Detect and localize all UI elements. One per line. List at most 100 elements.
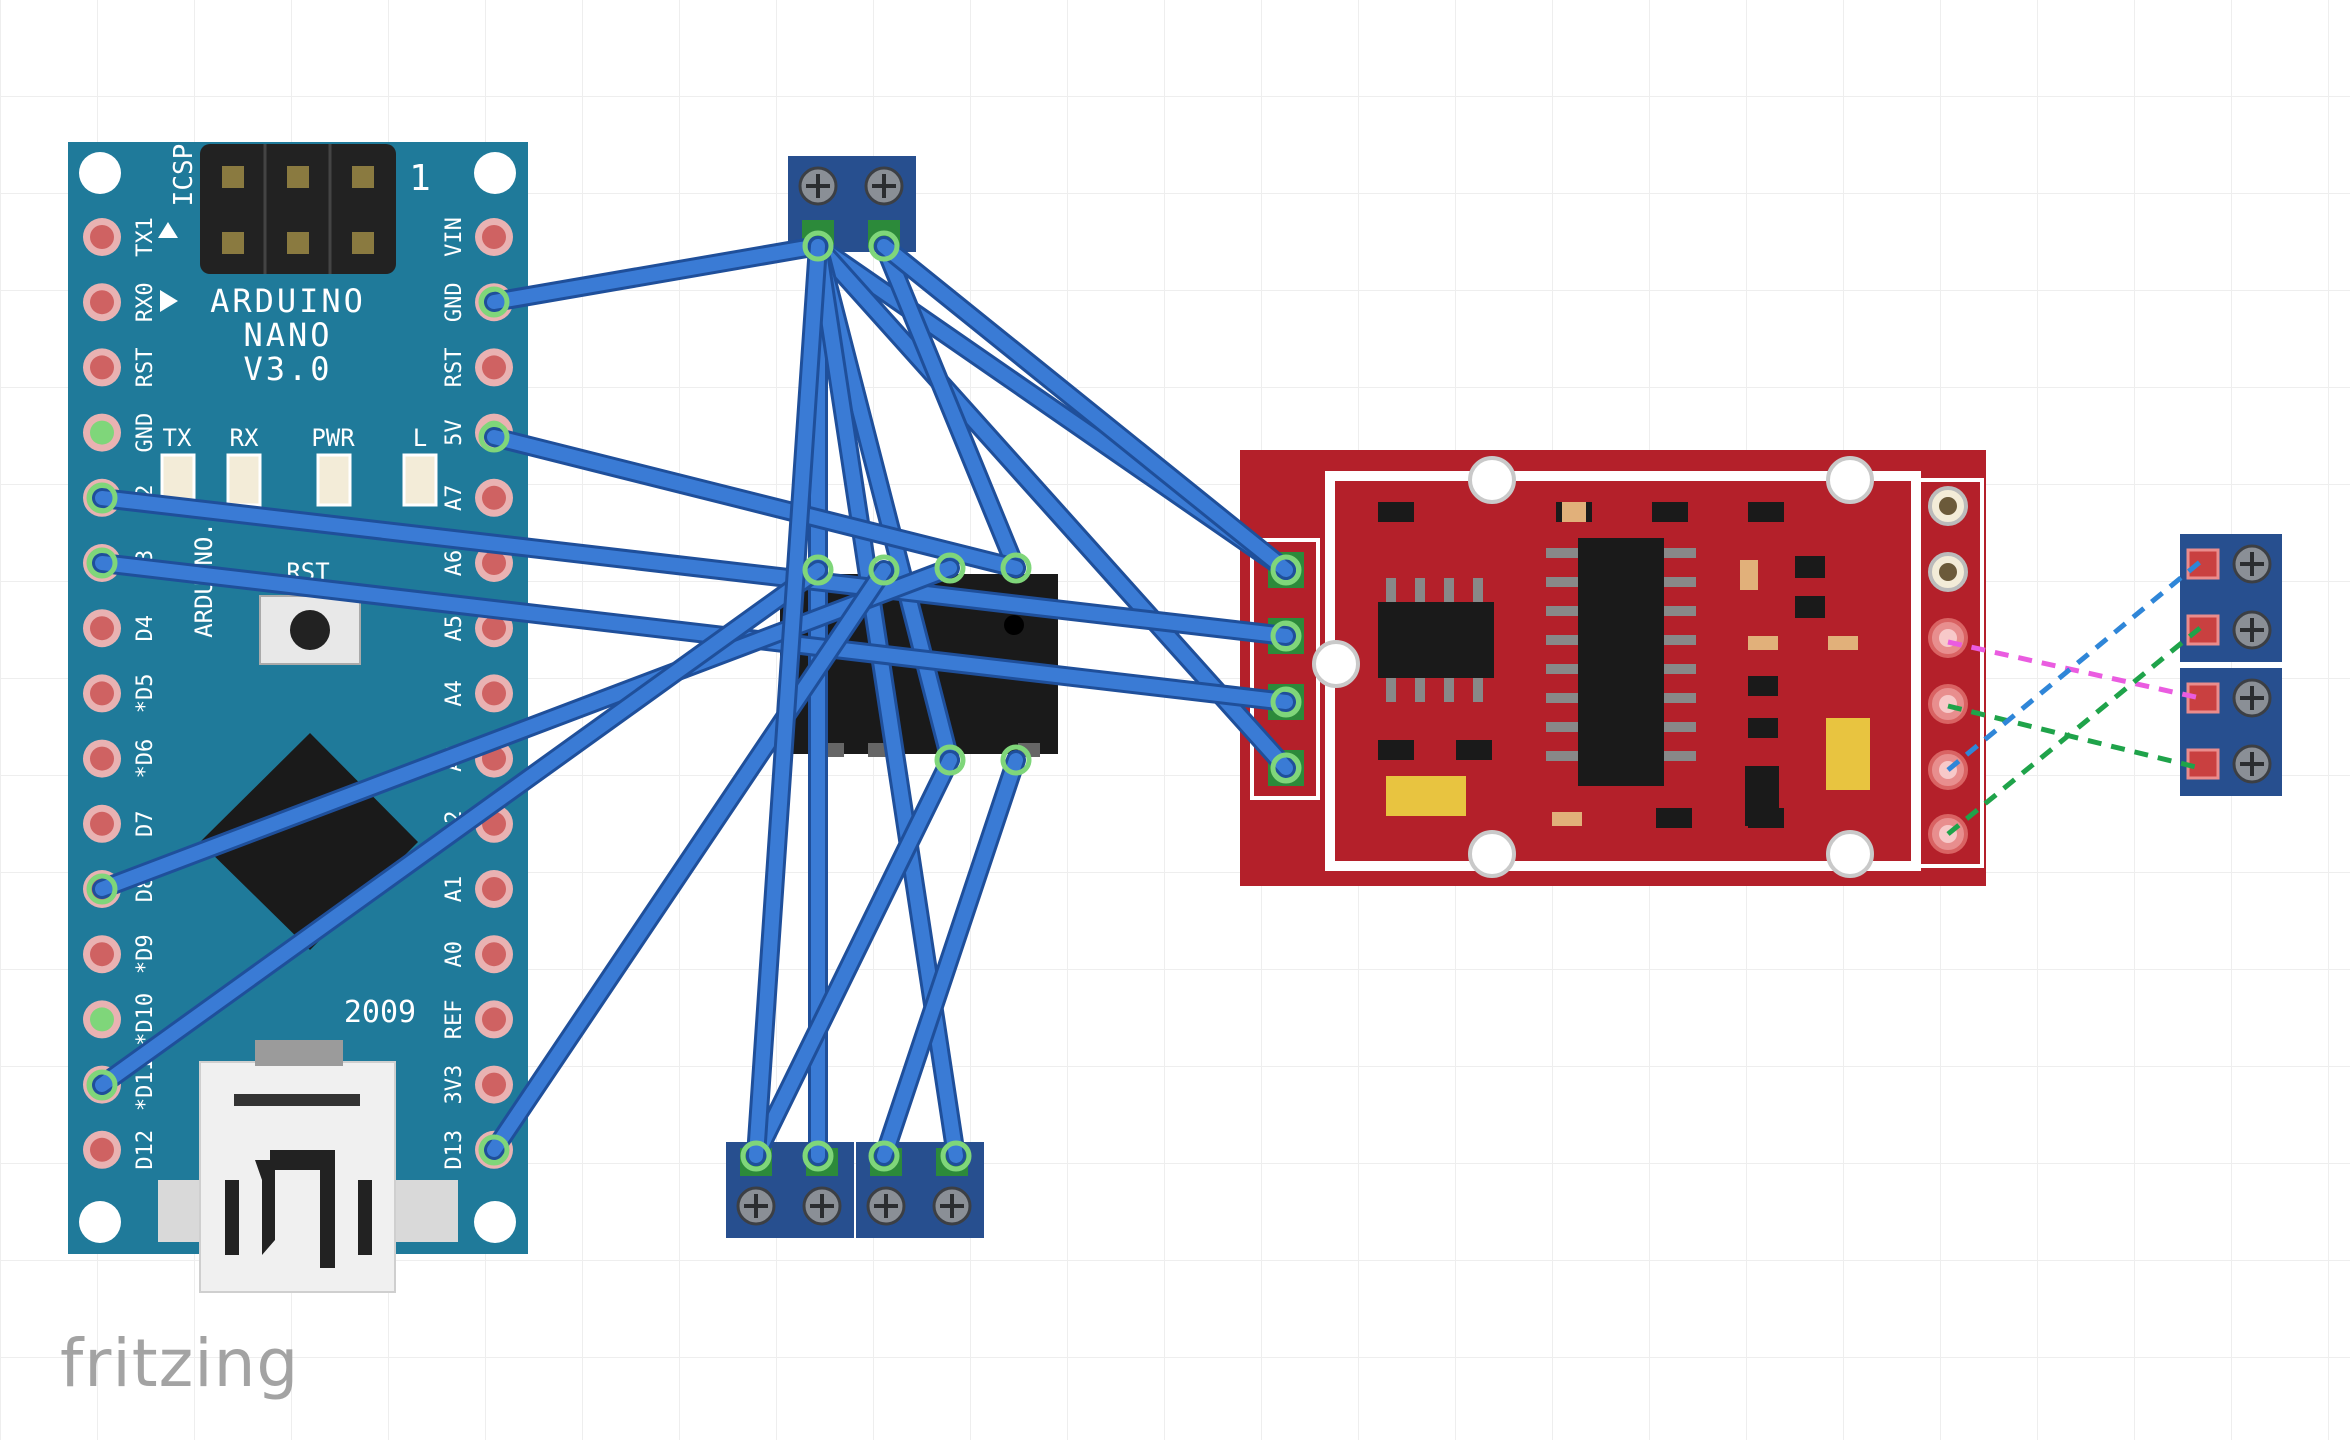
right-pin-pad: [482, 1007, 506, 1032]
left-pin-label: D7: [133, 811, 158, 838]
tx-arrow-icon: [158, 222, 178, 238]
wire-endpoint[interactable]: [86, 873, 118, 905]
mount-hole: [474, 1201, 516, 1243]
left-pin-label: *D9: [133, 934, 158, 974]
wire-endpoint[interactable]: [1270, 620, 1302, 652]
mount-hole: [474, 152, 516, 194]
mount-hole: [1826, 456, 1874, 504]
hx711-output-pin-pad: [1939, 563, 1957, 581]
left-pin-label: GND: [133, 413, 158, 453]
right-pin-label: A1: [442, 876, 467, 903]
wire-endpoint[interactable]: [802, 1140, 834, 1172]
right-pin-label: 3V3: [442, 1065, 467, 1105]
wire-endpoint[interactable]: [934, 744, 966, 776]
wire-endpoint[interactable]: [1000, 744, 1032, 776]
dashed-wire-pink[interactable]: [1947, 639, 2201, 701]
right-pin-label: A7: [442, 485, 467, 512]
wire-12[interactable]: [95, 563, 825, 1092]
wire-2[interactable]: [811, 239, 1293, 775]
wire-6[interactable]: [877, 239, 1023, 575]
right-pin-pad: [482, 355, 506, 380]
status-leds: TX RX PWR L: [160, 424, 438, 507]
board-title: ARDUINO: [210, 282, 366, 320]
terminal-block-right-top[interactable]: [2180, 534, 2282, 662]
hx711-adc-chip: [1546, 538, 1696, 786]
left-pin-pad: [90, 355, 114, 380]
wire-11[interactable]: [95, 561, 957, 896]
led-label-l: L: [413, 424, 427, 452]
wire-endpoint[interactable]: [1000, 552, 1032, 584]
wire-13[interactable]: [487, 563, 891, 1157]
wire-endpoint[interactable]: [1270, 686, 1302, 718]
right-pin-pad: [482, 485, 506, 510]
right-pin-pad: [482, 681, 506, 706]
wire-7[interactable]: [877, 239, 1293, 577]
wire-16[interactable]: [749, 239, 825, 1163]
right-pin-label: RST: [442, 348, 467, 388]
terminal-pin[interactable]: [2186, 548, 2220, 580]
capacitors: [1386, 502, 1870, 826]
wire-endpoint[interactable]: [86, 547, 118, 579]
wire-9[interactable]: [95, 491, 1293, 643]
mount-hole: [79, 152, 121, 194]
wires[interactable]: [92, 236, 1296, 1166]
right-pin-label: VIN: [442, 217, 467, 257]
wire-endpoint[interactable]: [478, 1134, 510, 1166]
right-pin-label: A4: [442, 680, 467, 707]
dashed-wires[interactable]: [1946, 560, 2202, 836]
dashed-wire-green-2[interactable]: [1946, 626, 2202, 836]
left-pin-label: D12: [133, 1130, 158, 1170]
wire-endpoint[interactable]: [868, 554, 900, 586]
dashed-wire-green[interactable]: [1947, 703, 2201, 771]
wire-endpoint[interactable]: [478, 286, 510, 318]
led-label-tx: TX: [163, 424, 192, 452]
board-version: V3.0: [243, 350, 332, 388]
left-pin-pad: [90, 616, 114, 641]
left-pin-pad: [90, 811, 114, 836]
wire-endpoint[interactable]: [1270, 752, 1302, 784]
wire-endpoint[interactable]: [86, 1069, 118, 1101]
left-pin-pad: [90, 420, 114, 445]
wire-endpoint[interactable]: [802, 554, 834, 586]
mount-hole: [1468, 456, 1516, 504]
mount-hole: [1312, 640, 1360, 688]
hx711-module[interactable]: [1240, 450, 1986, 886]
right-pin-label: A5: [442, 615, 467, 642]
right-pin-pad: [482, 551, 506, 575]
wire-10[interactable]: [95, 556, 1293, 709]
terminal-block-right-bottom[interactable]: [2180, 668, 2282, 796]
hx711-output-pin-pad: [1939, 695, 1957, 713]
wire-endpoint[interactable]: [802, 230, 834, 262]
mount-hole: [1468, 830, 1516, 878]
left-pin-label: TX1: [133, 217, 158, 257]
wire-endpoint[interactable]: [86, 482, 118, 514]
wire-endpoint[interactable]: [740, 1140, 772, 1172]
left-pin-pad: [90, 746, 114, 771]
wire-endpoint[interactable]: [1270, 554, 1302, 586]
regulator-chip: [1378, 578, 1494, 702]
left-pin-pad: [90, 681, 114, 706]
right-pin-label: 5V: [442, 419, 467, 446]
left-pin-pad: [90, 290, 114, 315]
led-label-rx: RX: [230, 424, 259, 452]
arduino-nano[interactable]: ICSP 1 ARDUINO NANO V3.0 TX RX PWR L ARD…: [68, 142, 528, 1293]
mount-hole: [79, 1201, 121, 1243]
mount-hole: [1826, 830, 1874, 878]
wire-endpoint[interactable]: [934, 552, 966, 584]
wire-endpoint[interactable]: [478, 421, 510, 453]
wire-endpoint[interactable]: [868, 230, 900, 262]
dashed-wire-blue[interactable]: [1946, 560, 2202, 772]
led-rx: [226, 453, 262, 507]
wire-8[interactable]: [487, 430, 1023, 575]
wire-endpoint[interactable]: [940, 1140, 972, 1172]
terminal-block-bottom-left[interactable]: [726, 1142, 854, 1238]
terminal-blocks[interactable]: [726, 156, 2282, 1238]
wire-0[interactable]: [487, 239, 825, 309]
left-pin-pad: [90, 225, 114, 249]
left-pin-pad: [90, 942, 114, 967]
wire-14[interactable]: [749, 753, 957, 1163]
terminal-pin[interactable]: [2186, 614, 2220, 646]
wire-endpoint[interactable]: [868, 1140, 900, 1172]
wire-15[interactable]: [877, 753, 1023, 1163]
